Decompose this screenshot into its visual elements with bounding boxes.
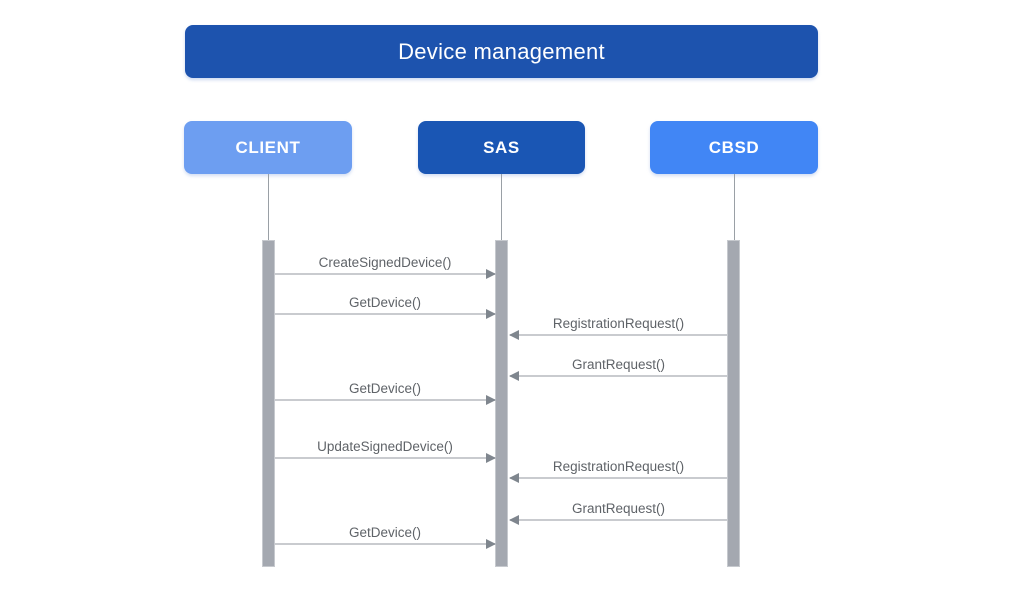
actor-label-client: CLIENT (235, 137, 301, 157)
arrow-right-icon (486, 394, 496, 405)
actor-box-client: CLIENT (184, 121, 352, 174)
arrow-line (275, 538, 496, 549)
message-grant-request-2: GrantRequest() (509, 501, 727, 525)
message-update-signed-device: UpdateSignedDevice() (275, 439, 496, 463)
message-label: GetDevice() (348, 295, 421, 310)
message-label: RegistrationRequest() (552, 316, 685, 331)
activation-bar-sas (495, 240, 508, 567)
message-label: GrantRequest() (571, 501, 666, 516)
arrow-line (509, 370, 727, 381)
message-create-signed-device: CreateSignedDevice() (275, 255, 496, 279)
arrow-line (275, 394, 496, 405)
arrow-right-icon (486, 268, 496, 279)
lifeline-client (268, 174, 269, 240)
arrow-right-icon (486, 452, 496, 463)
lifeline-cbsd (734, 174, 735, 240)
message-label: UpdateSignedDevice() (317, 439, 453, 454)
arrow-left-icon (509, 370, 519, 381)
arrow-right-icon (486, 308, 496, 319)
activation-bar-cbsd (727, 240, 740, 567)
arrow-left-icon (509, 472, 519, 483)
message-label: CreateSignedDevice() (318, 255, 452, 270)
arrow-line (509, 514, 727, 525)
actor-box-cbsd: CBSD (650, 121, 818, 174)
message-grant-request-1: GrantRequest() (509, 357, 727, 381)
arrow-line (275, 268, 496, 279)
arrow-line (509, 472, 727, 483)
diagram-title-bar: Device management (185, 25, 818, 78)
arrow-right-icon (486, 538, 496, 549)
message-label: GetDevice() (348, 381, 421, 396)
actor-label-sas: SAS (483, 137, 520, 157)
arrow-line (275, 308, 496, 319)
arrow-left-icon (509, 514, 519, 525)
message-label: RegistrationRequest() (552, 459, 685, 474)
message-registration-request-2: RegistrationRequest() (509, 459, 727, 483)
message-get-device-2: GetDevice() (275, 381, 496, 405)
message-label: GetDevice() (348, 525, 421, 540)
message-get-device-1: GetDevice() (275, 295, 496, 319)
message-get-device-3: GetDevice() (275, 525, 496, 549)
arrow-line (275, 452, 496, 463)
message-label: GrantRequest() (571, 357, 666, 372)
actor-box-sas: SAS (418, 121, 585, 174)
lifeline-sas (501, 174, 502, 240)
actor-label-cbsd: CBSD (708, 137, 760, 157)
message-registration-request-1: RegistrationRequest() (509, 316, 727, 340)
arrow-left-icon (509, 329, 519, 340)
diagram-title: Device management (398, 38, 605, 64)
arrow-line (509, 329, 727, 340)
activation-bar-client (262, 240, 275, 567)
